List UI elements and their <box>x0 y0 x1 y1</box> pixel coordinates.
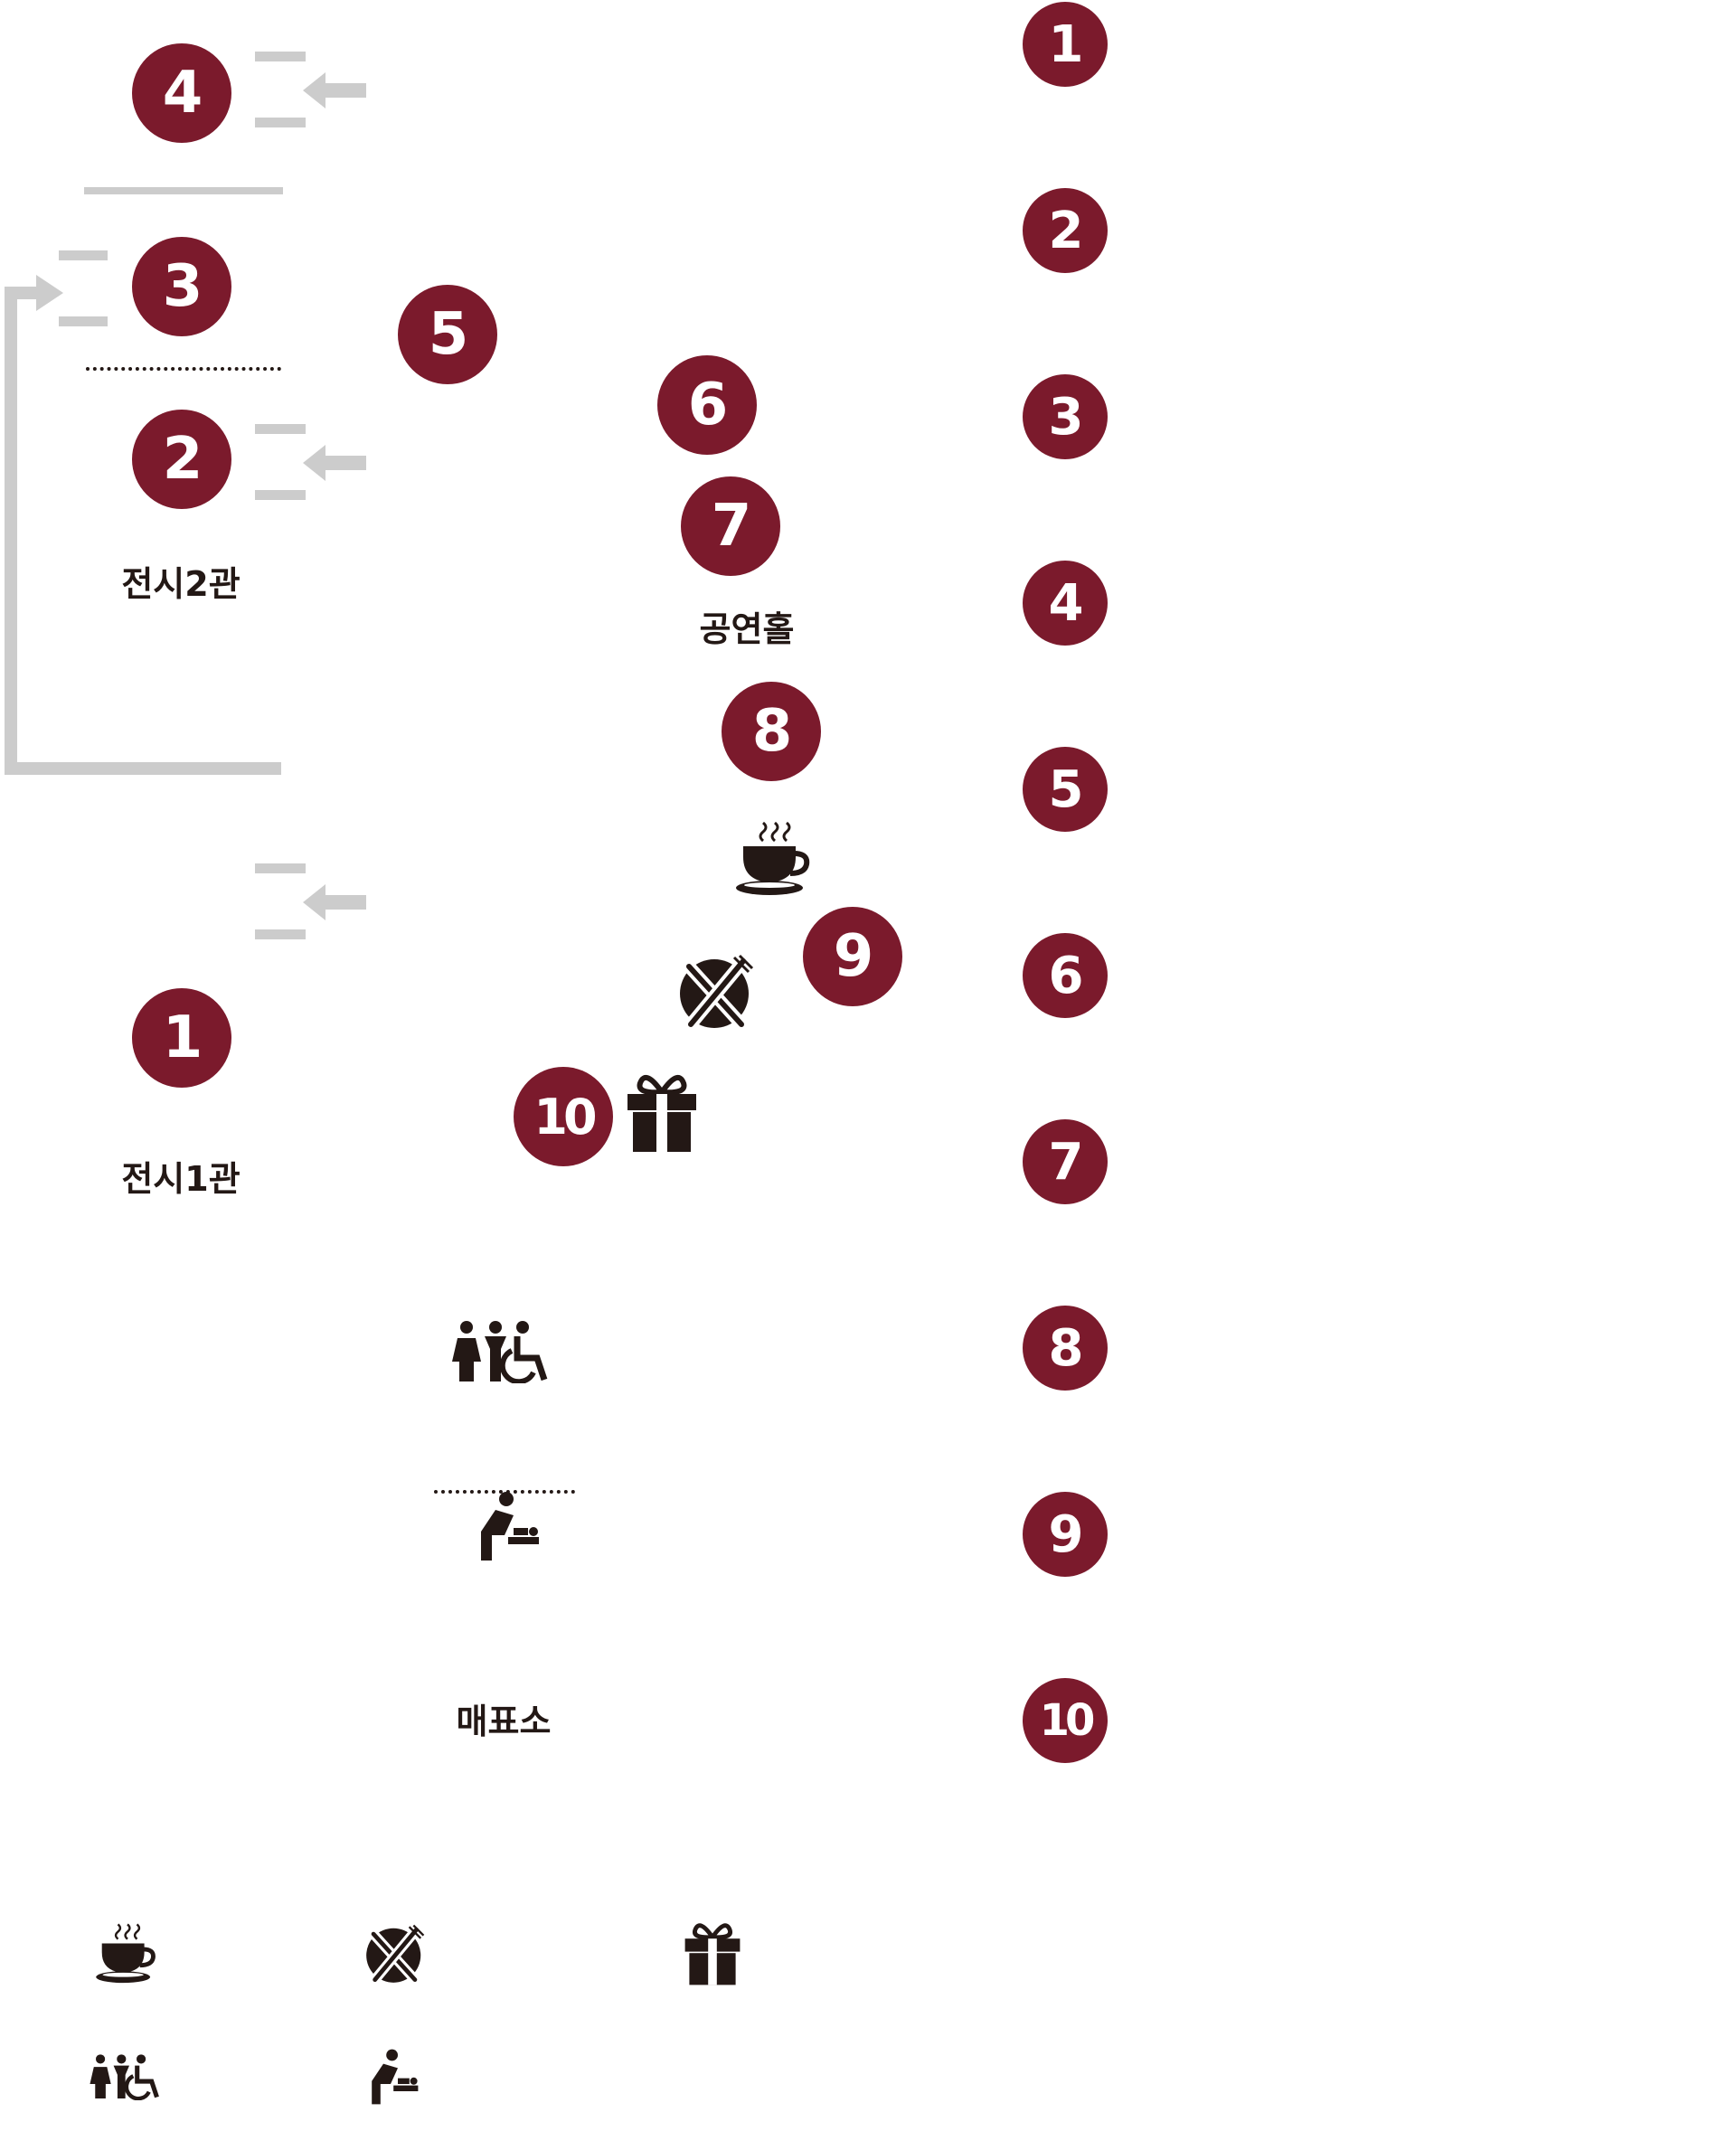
dotted-divider <box>86 367 281 371</box>
entrance-arrow <box>255 424 366 500</box>
legend-number-7: 7 <box>1023 1119 1108 1204</box>
dotted-divider <box>434 1490 575 1494</box>
map-marker-10[interactable]: 10 <box>514 1067 613 1166</box>
fork-knife-icon <box>363 1924 425 1985</box>
map-marker-1[interactable]: 1 <box>132 988 231 1088</box>
legend-number-2: 2 <box>1023 188 1108 273</box>
gift-icon <box>684 1922 741 1985</box>
restroom-icon <box>89 2053 170 2100</box>
map-marker-6[interactable]: 6 <box>657 355 757 455</box>
map-marker-9[interactable]: 9 <box>803 907 902 1006</box>
legend-number-9: 9 <box>1023 1492 1108 1577</box>
exit-bars <box>59 250 108 326</box>
legend-number-3: 3 <box>1023 374 1108 459</box>
entrance-arrow <box>255 863 366 939</box>
zone-label-performance: 공연홀 <box>699 609 795 649</box>
map-marker-5[interactable]: 5 <box>398 285 497 384</box>
legend-number-6: 6 <box>1023 933 1108 1018</box>
legend-number-10: 10 <box>1023 1678 1108 1763</box>
fork-knife-icon[interactable] <box>676 954 754 1032</box>
coffee-cup-icon <box>96 1919 159 1987</box>
zone-label-hall2: 전시2관 <box>121 564 241 604</box>
map-marker-7[interactable]: 7 <box>681 476 780 576</box>
divider-line <box>84 187 283 194</box>
zone-label-ticket: 매표소 <box>456 1702 552 1741</box>
coffee-cup-icon[interactable] <box>736 816 814 901</box>
baby-changing-icon <box>369 2049 420 2105</box>
entrance-arrow <box>255 52 366 127</box>
legend-number-8: 8 <box>1023 1306 1108 1391</box>
map-marker-3[interactable]: 3 <box>132 237 231 336</box>
legend-number-4: 4 <box>1023 561 1108 646</box>
zone-label-hall1: 전시1관 <box>121 1159 241 1199</box>
connector-arrow <box>5 275 281 775</box>
legend-number-5: 5 <box>1023 747 1108 832</box>
map-marker-4[interactable]: 4 <box>132 43 231 143</box>
restroom-icon[interactable] <box>450 1320 562 1383</box>
map-marker-8[interactable]: 8 <box>722 682 821 781</box>
baby-changing-icon[interactable] <box>477 1492 541 1561</box>
legend-number-1: 1 <box>1023 2 1108 87</box>
map-marker-2[interactable]: 2 <box>132 410 231 509</box>
gift-icon[interactable] <box>626 1074 698 1152</box>
